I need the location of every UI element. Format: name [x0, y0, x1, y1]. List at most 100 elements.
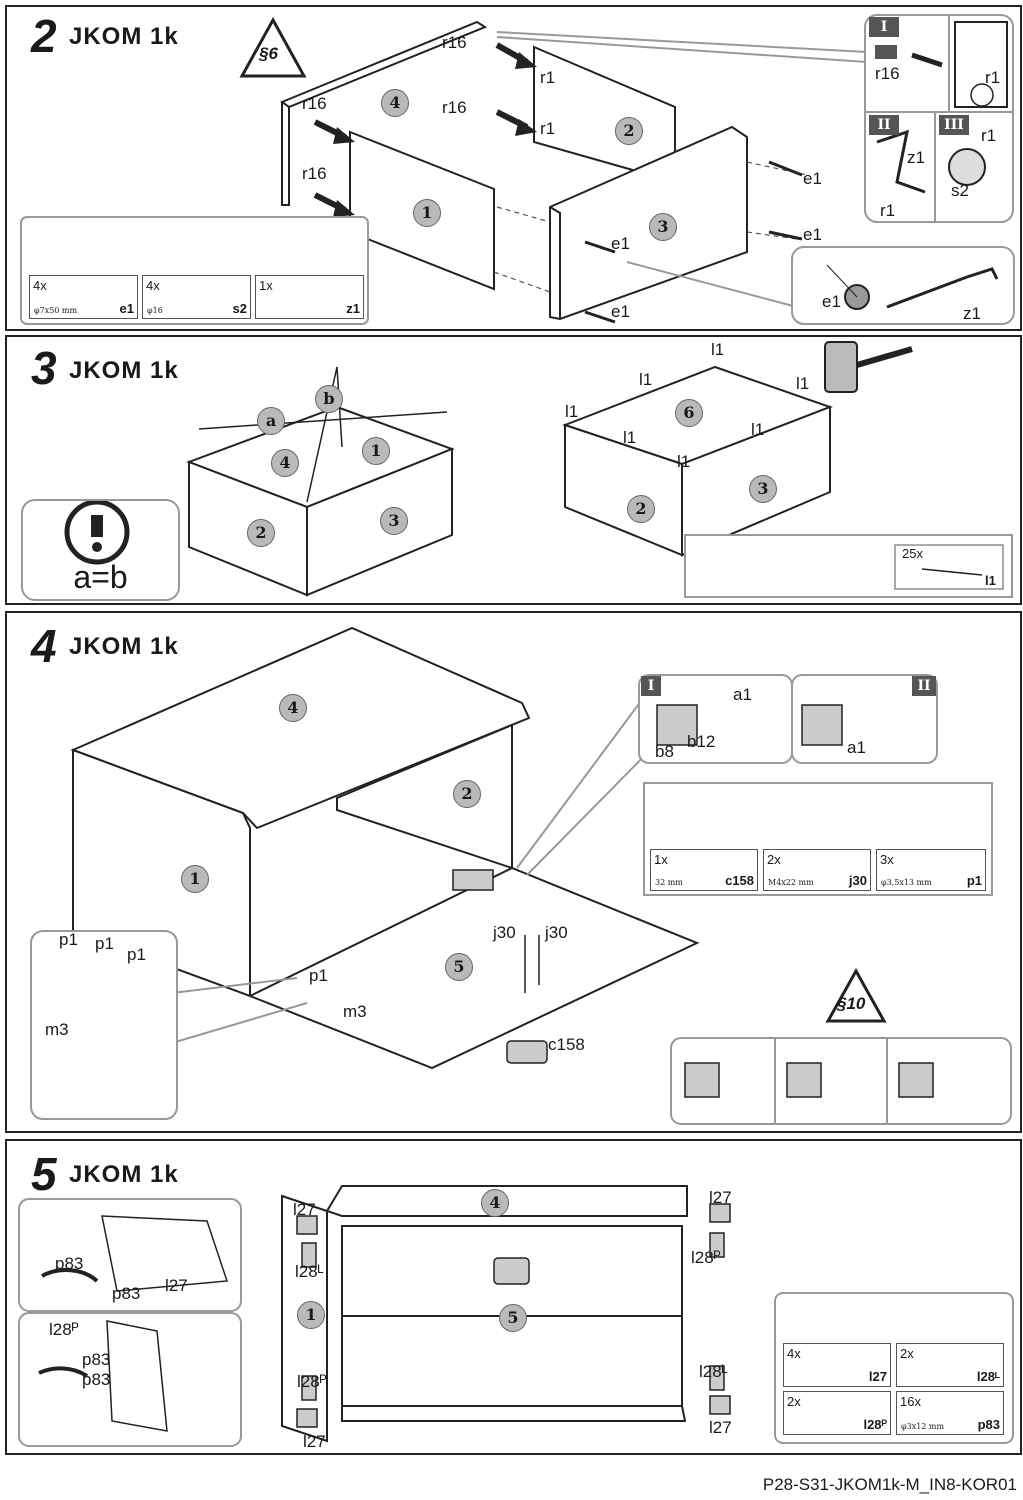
- hardware-item-l27: 4x l27: [783, 1343, 891, 1387]
- label-r16: r16: [302, 94, 327, 113]
- part-2: 2: [247, 519, 275, 547]
- hardware-spec: M4x22 mm: [768, 878, 814, 887]
- step-4-drawing: [30, 626, 1012, 1125]
- label-e1: e1: [611, 302, 630, 321]
- hardware-qty: 1x: [259, 278, 273, 293]
- label-z1: z1: [963, 304, 981, 323]
- step-number: 3: [31, 342, 57, 394]
- hardware-qty: 2x: [900, 1346, 914, 1361]
- hardware-code: p1: [966, 873, 982, 888]
- label-r1: r1: [540, 68, 556, 87]
- label-r16: r16: [442, 98, 467, 117]
- part-2: 2: [615, 117, 643, 145]
- step-number: 2: [31, 10, 57, 62]
- part-1: 1: [181, 865, 209, 893]
- hardware-spec: φ3,5x13 mm: [881, 878, 932, 887]
- warning-text: a=b: [73, 559, 128, 595]
- label-l27: l27: [165, 1276, 188, 1295]
- hardware-qty: 3x: [880, 852, 894, 867]
- hardware-code: j30: [848, 873, 867, 888]
- part-1: 1: [297, 1301, 325, 1329]
- warning-box: a=b: [21, 499, 180, 601]
- hardware-item-l28P: 2x l28ᴾ: [783, 1391, 891, 1435]
- label-l28P: l28ᴾ: [49, 1320, 79, 1339]
- label-b8: b8: [655, 742, 674, 761]
- hardware-code: z1: [346, 301, 360, 316]
- label-r1: r1: [981, 126, 997, 145]
- hardware-code: l28ᴸ: [976, 1369, 1000, 1384]
- hardware-qty: 4x: [33, 278, 47, 293]
- detail-label-I: I: [641, 676, 661, 696]
- hardware-qty: 16x: [900, 1394, 921, 1409]
- label-r1: r1: [540, 119, 556, 138]
- part-5: 5: [499, 1304, 527, 1332]
- label-p83: p83: [82, 1350, 111, 1369]
- step-model: JKOM 1k: [69, 357, 179, 384]
- label-r16: r16: [442, 33, 467, 52]
- part-4: 4: [381, 89, 409, 117]
- label-e1: e1: [822, 292, 841, 311]
- step-5-drawing: [18, 1185, 1014, 1447]
- detail-label-III: III: [939, 115, 969, 135]
- label-j30: j30: [493, 923, 516, 942]
- label-p1: p1: [127, 945, 146, 964]
- hardware-qty: 4x: [787, 1346, 801, 1361]
- label-p83: p83: [112, 1284, 141, 1303]
- warning-sign-label: §10: [837, 994, 866, 1013]
- part-6: 6: [675, 399, 703, 427]
- label-p83: p83: [55, 1254, 84, 1273]
- label-a1: a1: [733, 685, 752, 704]
- part-3: 3: [649, 213, 677, 241]
- label-e1: e1: [803, 169, 822, 188]
- part-1: 1: [362, 437, 390, 465]
- label-r1: r1: [985, 68, 1001, 87]
- label-l27: l27: [303, 1432, 326, 1451]
- hardware-qty: 1x: [654, 852, 668, 867]
- detail-label-II: II: [912, 676, 936, 696]
- step-model: JKOM 1k: [69, 23, 179, 50]
- hardware-qty: 2x: [767, 852, 781, 867]
- hardware-code: c158: [725, 873, 754, 888]
- detail-label-I: I: [869, 17, 899, 37]
- label-l1: l1: [677, 452, 691, 471]
- label-p1: p1: [309, 966, 328, 985]
- label-l1: l1: [623, 428, 637, 447]
- hardware-code: p83: [977, 1417, 1000, 1432]
- label-b: b: [315, 385, 343, 413]
- label-j30: j30: [545, 923, 568, 942]
- step-model: JKOM 1k: [69, 633, 179, 660]
- label-m3: m3: [45, 1020, 69, 1039]
- label-l1: l1: [751, 420, 765, 439]
- label-l27: l27: [709, 1418, 732, 1437]
- hardware-qty: 4x: [146, 278, 160, 293]
- hardware-qty: 25x: [902, 546, 923, 561]
- hardware-code: l1: [985, 573, 996, 588]
- hardware-spec: φ3x12 mm: [901, 1422, 945, 1431]
- step-3-drawing: [64, 341, 1013, 598]
- label-b12: b12: [687, 732, 716, 751]
- label-e1: e1: [803, 225, 822, 244]
- hardware-qty: 2x: [787, 1394, 801, 1409]
- detail-label-II: II: [869, 115, 899, 135]
- hardware-item-z1: 1x z1: [255, 275, 364, 319]
- hardware-code: l28ᴾ: [863, 1417, 887, 1432]
- part-4: 4: [481, 1189, 509, 1217]
- hardware-item-j30: 2x M4x22 mm j30: [763, 849, 871, 891]
- label-e1: e1: [611, 234, 630, 253]
- part-3: 3: [749, 475, 777, 503]
- label-l1: l1: [639, 370, 653, 389]
- hardware-code: s2: [232, 301, 247, 316]
- label-m3: m3: [343, 1002, 367, 1021]
- warning-sign-label: §6: [259, 44, 278, 63]
- label-z1: z1: [907, 148, 925, 167]
- label-p1: p1: [59, 930, 78, 949]
- warning-sign-icon: [239, 17, 307, 78]
- label-r16: r16: [302, 164, 327, 183]
- hardware-spec: φ7x50 mm: [34, 306, 78, 315]
- warning-sign-icon: [825, 968, 887, 1023]
- step-model: JKOM 1k: [69, 1161, 179, 1188]
- hardware-item-p83: 16x φ3x12 mm p83: [896, 1391, 1004, 1435]
- label-a1: a1: [847, 738, 866, 757]
- part-2: 2: [453, 780, 481, 808]
- label-p1: p1: [95, 934, 114, 953]
